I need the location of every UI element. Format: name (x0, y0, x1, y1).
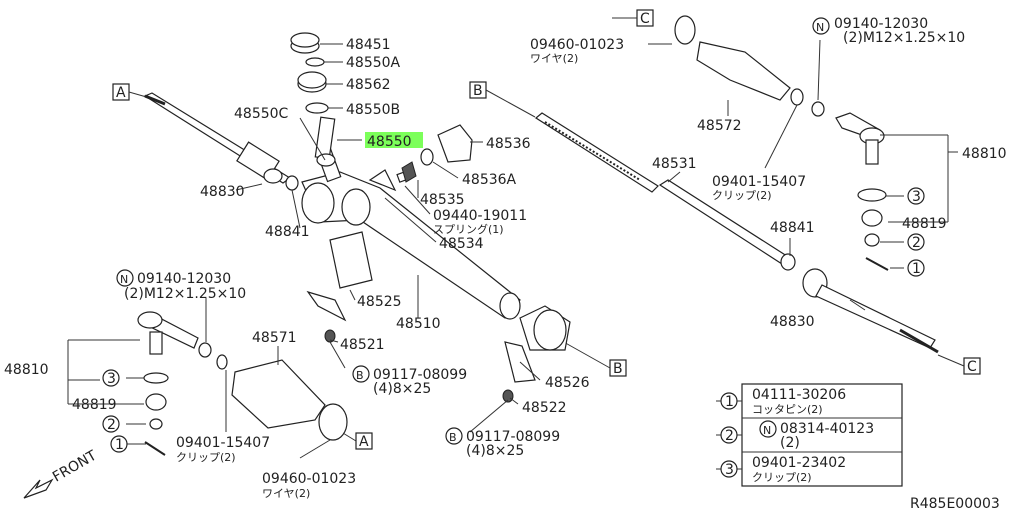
leader-lines (67, 39, 958, 459)
label-wire-name-left: ワイヤ(2) (262, 487, 310, 500)
callout-c-top: C (636, 9, 654, 27)
label-48535: 48535 (420, 192, 465, 208)
rack-shaft (534, 112, 796, 271)
svg-text:2: 2 (912, 235, 921, 251)
label-48841-right: 48841 (770, 220, 815, 236)
label-48531: 48531 (652, 156, 697, 172)
label-nut-size-right: (2)M12×1.25×10 (843, 30, 965, 46)
label-48830-left: 48830 (200, 184, 245, 200)
svg-text:C: C (967, 359, 977, 375)
inner-tie-rod-right (802, 268, 939, 354)
boot-right (674, 15, 825, 117)
label-48571: 48571 (252, 330, 297, 346)
svg-text:A: A (359, 434, 369, 450)
label-wire-code-left: 09460-01023 (262, 471, 356, 487)
label-48522: 48522 (522, 400, 567, 416)
label-48830-right: 48830 (770, 314, 815, 330)
label-bolt-size-left: (4)8×25 (373, 381, 431, 397)
legend-table: 1 04111-30206 コッタピン(2) 2 N 08314-40123 (… (716, 383, 903, 487)
label-nut-size-left: (2)M12×1.25×10 (124, 286, 246, 302)
label-bolt-code-left: 09117-08099 (373, 367, 467, 383)
front-label: FRONT (50, 447, 100, 485)
label-48572: 48572 (697, 118, 742, 134)
label-48810-right: 48810 (962, 146, 1007, 162)
svg-text:C: C (640, 11, 650, 27)
part-labels: 48451 48550A 48562 48550B 48550C 48550 4… (4, 16, 1007, 500)
callout-a-top: A (112, 83, 130, 101)
legend-3-code: 09401-23402 (752, 455, 846, 471)
legend-1-code: 04111-30206 (752, 387, 846, 403)
diagram-id: R485E00003 (910, 496, 1000, 512)
label-nut-code-left: 09140-12030 (137, 271, 231, 287)
label-spring-code: 09440-19011 (433, 208, 527, 224)
label-48550c: 48550C (234, 106, 289, 122)
legend-2-code: 08314-40123 (780, 421, 874, 437)
label-48534: 48534 (439, 236, 484, 252)
svg-text:N: N (763, 424, 771, 437)
legend-1-name: コッタピン(2) (752, 403, 823, 416)
svg-text:3: 3 (912, 189, 921, 205)
callout-b-mid: B (609, 359, 627, 377)
label-clip-name-right: クリップ(2) (712, 189, 772, 202)
callout-b-top: B (469, 81, 487, 99)
label-wire-code-right: 09460-01023 (530, 37, 624, 53)
svg-text:2: 2 (725, 428, 734, 444)
legend-3-name: クリップ(2) (752, 471, 812, 484)
label-48451: 48451 (346, 37, 391, 53)
label-48819-left: 48819 (72, 397, 117, 413)
svg-text:B: B (473, 83, 483, 99)
top-stack (290, 32, 336, 167)
label-48510: 48510 (396, 316, 441, 332)
svg-text:A: A (116, 85, 126, 101)
label-48536: 48536 (486, 136, 531, 152)
label-48819-right: 48819 (902, 216, 947, 232)
svg-text:1: 1 (912, 261, 921, 277)
label-48810-left: 48810 (4, 362, 49, 378)
label-clip-code-left: 09401-15407 (176, 435, 270, 451)
label-wire-name-right: ワイヤ(2) (530, 52, 578, 65)
svg-text:3: 3 (725, 462, 734, 478)
label-48550: 48550 (367, 134, 412, 150)
label-48562: 48562 (346, 77, 391, 93)
inner-tie-rod-left (143, 92, 299, 191)
label-48525: 48525 (357, 294, 402, 310)
label-bolt-code-right: 09117-08099 (466, 429, 560, 445)
front-arrow: FRONT (23, 447, 100, 499)
label-48550a: 48550A (346, 55, 401, 71)
label-clip-code-right: 09401-15407 (712, 174, 806, 190)
label-48526: 48526 (545, 375, 590, 391)
label-spring-name: スプリング(1) (433, 222, 504, 236)
callout-c-right: C (963, 357, 981, 375)
marker-circles: 3 2 1 3 2 1 (102, 187, 925, 453)
tie-rod-end-left (137, 311, 212, 456)
svg-text:N: N (120, 273, 128, 286)
callout-a-bottom: A (355, 432, 373, 450)
label-48536a: 48536A (462, 172, 517, 188)
svg-text:B: B (356, 369, 364, 382)
boot-left (216, 354, 348, 441)
svg-text:2: 2 (107, 417, 116, 433)
label-48550b: 48550B (346, 102, 400, 118)
label-48521: 48521 (340, 337, 385, 353)
svg-text:3: 3 (107, 371, 116, 387)
label-48841-left: 48841 (265, 224, 310, 240)
label-clip-name-left: クリップ(2) (176, 451, 236, 464)
label-bolt-size-right: (4)8×25 (466, 443, 524, 459)
label-nut-code-right: 09140-12030 (834, 16, 928, 32)
yoke-assembly (401, 124, 473, 183)
svg-text:N: N (816, 21, 824, 34)
mount-brackets (306, 231, 571, 403)
svg-text:1: 1 (725, 394, 734, 410)
svg-text:B: B (613, 361, 623, 377)
tie-rod-end-right (835, 112, 889, 271)
highlight-48550 (365, 132, 423, 148)
svg-text:1: 1 (115, 437, 124, 453)
legend-2-name: (2) (780, 435, 800, 451)
svg-text:B: B (449, 431, 457, 444)
